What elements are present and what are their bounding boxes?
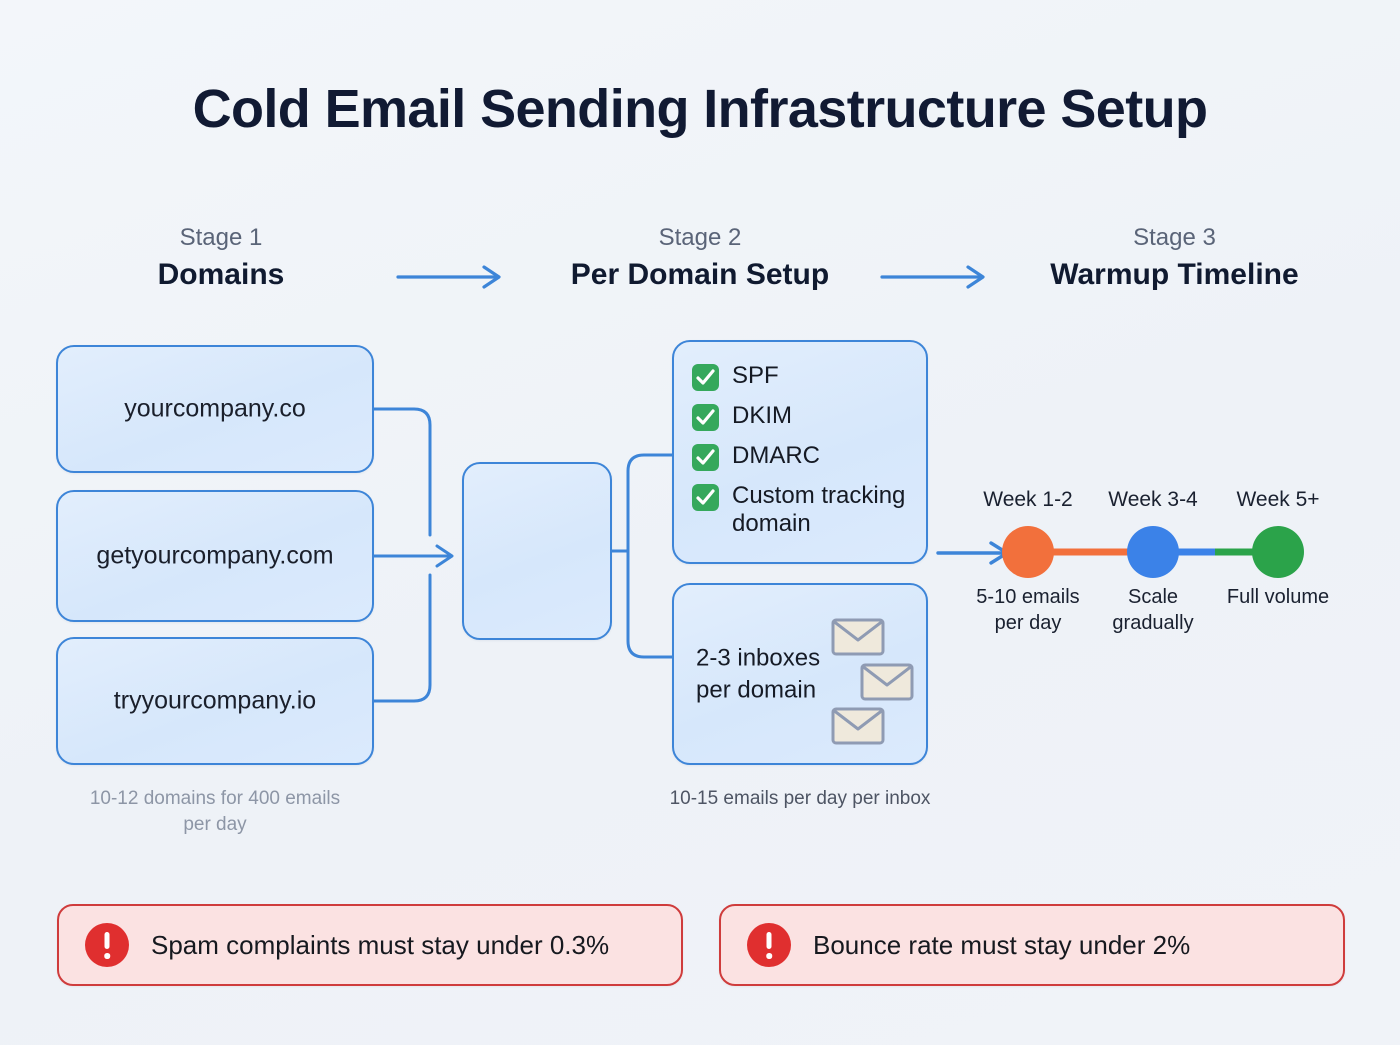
alert-icon — [747, 923, 791, 967]
alert-icon — [85, 923, 129, 967]
warning-banner: Spam complaints must stay under 0.3% — [57, 904, 683, 986]
domain-box[interactable]: tryyourcompany.io — [56, 637, 374, 765]
stage-2-title: Per Domain Setup — [570, 258, 830, 291]
stage-1-title: Domains — [157, 258, 285, 291]
inboxes-label: 2-3 inboxes per domain — [696, 644, 821, 703]
dns-checklist: SPF DKIM DMARC Custom tracking domain — [692, 362, 914, 539]
timeline-desc-label: Scale gradually — [1112, 586, 1194, 634]
dns-records-box[interactable]: SPF DKIM DMARC Custom tracking domain — [672, 340, 928, 564]
envelope-icon — [860, 663, 914, 701]
checkmark-icon — [692, 484, 719, 511]
domain-box[interactable]: getyourcompany.com — [56, 490, 374, 622]
checkmark-icon — [692, 444, 719, 471]
stage-3-title: Warmup Timeline — [1050, 258, 1299, 291]
dns-check-item[interactable]: Custom tracking domain — [692, 482, 914, 539]
dns-check-label: DKIM — [732, 402, 792, 429]
timeline-desc-label: 5-10 emails per day — [976, 586, 1080, 634]
stage-header-3: Stage 3 Warmup Timeline — [1022, 224, 1327, 292]
dns-check-item[interactable]: SPF — [692, 362, 914, 391]
domain-name: getyourcompany.com — [96, 541, 334, 570]
stage-2-kicker: Stage 2 — [658, 224, 742, 251]
per-domain-hub-box[interactable] — [462, 462, 612, 640]
envelope-icon — [831, 707, 885, 745]
inboxes-caption: 10-15 emails per day per inbox — [669, 788, 931, 809]
timeline-track — [1002, 526, 1304, 578]
stage-2-to-3-arrow-icon — [880, 265, 985, 289]
dns-check-item[interactable]: DMARC — [692, 442, 914, 471]
warning-text: Spam complaints must stay under 0.3% — [151, 929, 610, 960]
inboxes-box[interactable]: 2-3 inboxes per domain — [672, 583, 928, 765]
domain-box[interactable]: yourcompany.co — [56, 345, 374, 473]
envelope-icon — [831, 618, 885, 656]
checkmark-icon — [692, 404, 719, 431]
stage-1-kicker: Stage 1 — [179, 224, 263, 251]
timeline-week-label: Week 3-4 — [1108, 488, 1198, 511]
dns-check-label: Custom tracking domain — [732, 482, 906, 538]
stage-header-2: Stage 2 Per Domain Setup — [545, 224, 855, 292]
stage-1-to-2-arrow-icon — [396, 265, 501, 289]
dns-check-item[interactable]: DKIM — [692, 402, 914, 431]
stage-3-kicker: Stage 3 — [1133, 224, 1216, 251]
domain-name: yourcompany.co — [124, 394, 306, 423]
warning-banner: Bounce rate must stay under 2% — [719, 904, 1345, 986]
domains-caption: 10-12 domains for 400 emails per day — [89, 788, 341, 835]
stage-header-1: Stage 1 Domains — [80, 224, 362, 292]
timeline-week-label: Week 1-2 — [983, 488, 1073, 511]
timeline-desc-label: Full volume — [1226, 586, 1330, 608]
warning-text: Bounce rate must stay under 2% — [813, 929, 1191, 960]
checkmark-icon — [692, 364, 719, 391]
domain-name: tryyourcompany.io — [113, 686, 317, 715]
warmup-timeline: Week 1-2 5-10 emails per day Week 3-4 Sc… — [976, 480, 1360, 650]
dns-check-label: SPF — [732, 362, 779, 389]
page-title: Cold Email Sending Infrastructure Setup — [192, 79, 1208, 139]
dns-check-label: DMARC — [732, 442, 820, 469]
timeline-week-label: Week 5+ — [1236, 488, 1320, 511]
